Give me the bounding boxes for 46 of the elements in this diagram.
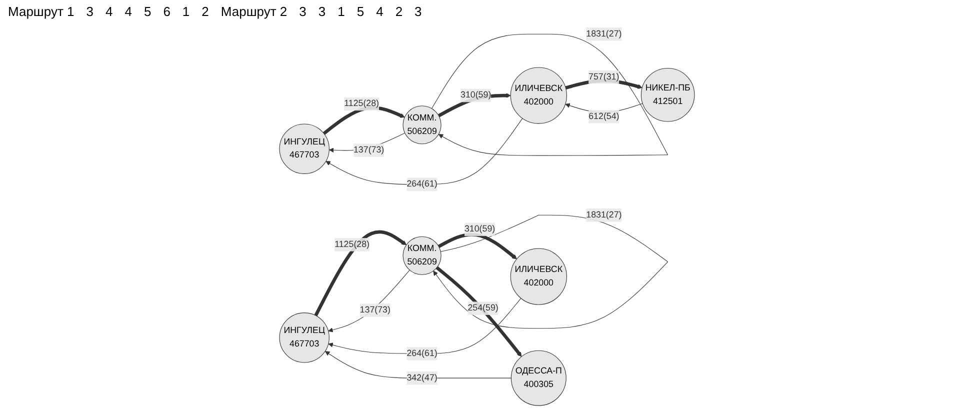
arrow xyxy=(431,34,668,156)
route-note: 5 xyxy=(144,4,152,19)
route-note: 4 xyxy=(105,4,113,19)
route-note: 4 xyxy=(376,4,384,19)
edge-label: 1125(28) xyxy=(334,240,370,250)
route-note: 3 xyxy=(86,4,94,19)
edge-label: 310(59) xyxy=(464,224,496,234)
edge-label: 137(73) xyxy=(353,145,384,155)
route-note: 3 xyxy=(318,4,326,19)
node-circle: ИНГУЛЕЦ 467703 xyxy=(279,312,330,363)
node-circle: ИЛИЧЕВСК 402000 xyxy=(510,67,567,124)
route-note: 6 xyxy=(163,4,170,19)
node-circle: ИЛИЧЕВСК 402000 xyxy=(510,248,567,305)
route-note: 2 xyxy=(395,4,403,19)
edge-label: 264(61) xyxy=(406,179,438,189)
node-circle: ИНГУЛЕЦ 467703 xyxy=(279,124,330,174)
edge-label: 612(54) xyxy=(588,112,620,122)
edge-label: 757(31) xyxy=(588,72,620,82)
node-circle: НИКЕЛ-ПБ 412501 xyxy=(640,68,695,122)
arrow xyxy=(314,230,407,316)
arrow xyxy=(328,298,522,354)
arrow xyxy=(436,266,522,357)
node-circle: ОДЕССА-П 400305 xyxy=(510,350,566,406)
route-note: 5 xyxy=(356,4,364,19)
arrow xyxy=(433,214,668,329)
route-note: 3 xyxy=(299,4,306,19)
edge-label: 264(61) xyxy=(406,348,438,358)
edge-label: 137(73) xyxy=(360,305,390,315)
edge-label: 310(59) xyxy=(460,90,492,100)
arrow xyxy=(326,118,523,185)
edge-label: 1831(27) xyxy=(586,210,622,220)
arrow xyxy=(328,270,410,332)
route-note: 1 xyxy=(182,4,190,19)
arrow xyxy=(438,232,517,260)
edge-label: 1125(28) xyxy=(344,98,380,108)
route-note: 4 xyxy=(124,4,132,19)
route-note: 3 xyxy=(414,4,422,19)
route-note: Маршрут 1 xyxy=(8,4,74,19)
route-note: 1 xyxy=(338,4,345,19)
edge-label: 342(47) xyxy=(406,373,438,383)
edge-label: 1831(27) xyxy=(586,29,622,39)
edge-label: 254(59) xyxy=(468,303,498,313)
node-circle: КОММ. 506209 xyxy=(402,236,442,275)
node-circle: КОММ. 506209 xyxy=(402,106,442,144)
route-note: 2 xyxy=(202,4,209,19)
route-note: Маршрут 2 xyxy=(220,4,288,19)
